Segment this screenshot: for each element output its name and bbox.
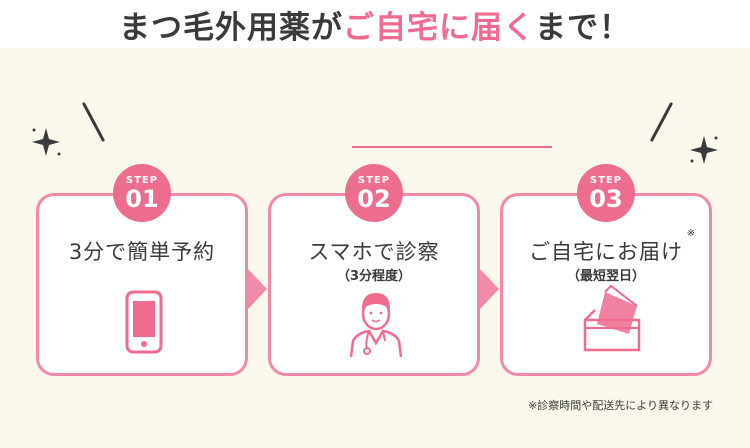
step-title: スマホで診察 [308,240,440,264]
footnote: ※診察時間や配送先により異なります [528,399,713,412]
step-title: 3分で簡単予約 [68,240,216,264]
sparkle-icon [32,128,61,156]
step-number: 03 [589,185,623,213]
package-box-icon [583,284,641,352]
step-number: 02 [357,185,391,213]
step-badge-1: STEP 01 [113,164,171,222]
step-title: ご自宅にお届け [529,240,683,264]
step-card-3: ご自宅にお届け ※ （最短翌日） [500,193,712,376]
step-label: STEP [125,175,159,186]
step-subtitle: （3分程度） [336,269,412,284]
step-card-1: 3分で簡単予約 [36,193,248,376]
arrow-icon [479,268,499,310]
headline-part3: まで！ [535,10,631,46]
doctor-icon [349,293,403,358]
step-number: 01 [125,185,159,213]
step-card-2: スマホで診察 （3分程度） [268,193,480,376]
sparkle-icon [690,136,718,164]
headline-highlight: ご自宅に届く [343,10,535,46]
arrow-icon [247,268,267,310]
headline-underline [352,146,552,148]
headline: まつ毛外用薬がご自宅に届くまで！ [105,2,645,48]
step-badge-2: STEP 02 [345,164,403,222]
note-mark: ※ [686,228,695,239]
headline-part1: まつ毛外用薬が [119,10,343,46]
step-label: STEP [589,175,623,186]
smartphone-icon [125,290,163,354]
step-badge-3: STEP 03 [577,164,635,222]
step-label: STEP [357,175,391,186]
step-subtitle: （最短翌日） [566,269,645,284]
